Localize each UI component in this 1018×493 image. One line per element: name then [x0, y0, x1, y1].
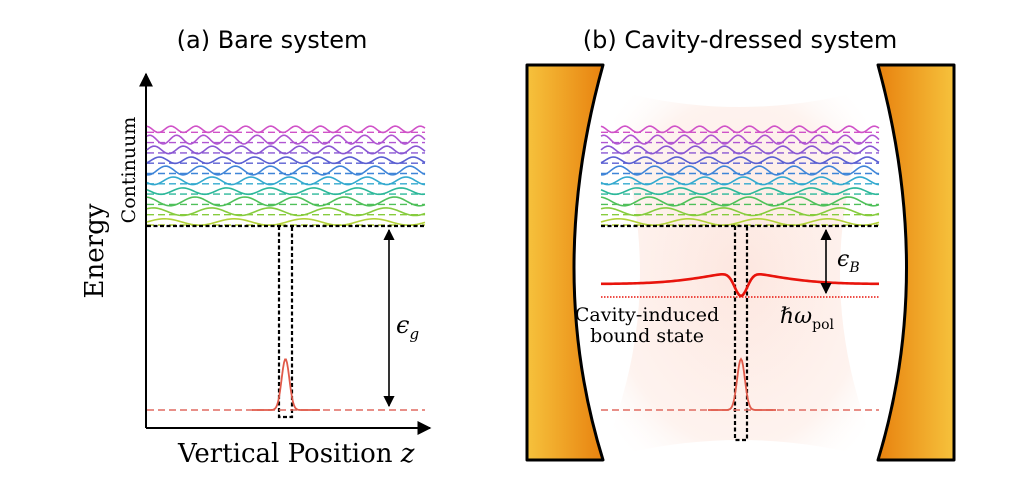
panel-b-continuum-wave: [600, 176, 880, 186]
panel-a-continuum-wave: [146, 196, 426, 207]
panel-b-title: (b) Cavity-dressed system: [583, 26, 898, 54]
panel-a-continuum-wave: [146, 187, 426, 196]
panel-a-continuum-wave: [146, 176, 426, 186]
panel-a-continuum-wave: [146, 145, 426, 155]
panel-b-gap-label: ϵB: [837, 247, 860, 276]
panel-a-continuum-wave: [146, 156, 426, 165]
panel-a-continuum-wave: [146, 207, 426, 217]
panel-a-continuum-wave: [146, 165, 426, 176]
cavity-bound-state-curve: [600, 272, 880, 298]
panel-b-continuum-wave: [600, 156, 880, 165]
bound-state-label-line1: Cavity-induced: [575, 304, 719, 326]
panel-b-potential-well: [733, 226, 749, 442]
cavity-glow: [600, 86, 880, 460]
panel-b-bound-wavefunction: [708, 357, 776, 411]
panel-b-continuum-wave: [600, 196, 880, 207]
panel-b-continuum: [600, 125, 880, 227]
panel-b-continuum-wave: [600, 217, 880, 227]
panel-a-potential-well: [277, 226, 294, 419]
panel-a-bound-wavefunction: [252, 358, 320, 411]
panel-a-continuum-wave: [146, 125, 426, 134]
panel-a-continuum-wave: [146, 217, 426, 227]
panel-a-continuum-label: Continuum: [118, 117, 140, 224]
polariton-label: ℏωpol: [780, 304, 835, 333]
panel-b-continuum-wave: [600, 207, 880, 217]
panel-a-x-label-var: z: [400, 439, 415, 469]
panel-a-gap-label: ϵg: [396, 311, 419, 343]
panel-a-x-label-text: Vertical Position: [177, 439, 401, 469]
panel-a-y-label: Energy: [80, 203, 110, 298]
panel-b: (b) Cavity-dressed system ϵB ℏωpol Cavit…: [525, 26, 956, 462]
panel-b-continuum-wave: [600, 165, 880, 176]
panel-a-continuum-wave: [146, 134, 426, 145]
panel-a-x-label: Vertical Position z: [177, 439, 415, 469]
panel-b-continuum-wave: [600, 145, 880, 155]
panel-a-title: (a) Bare system: [177, 26, 368, 54]
right-mirror: [876, 63, 956, 462]
panel-a-continuum: [146, 125, 426, 227]
panel-b-continuum-wave: [600, 187, 880, 196]
panel-a: (a) Bare system Energy Continuum Vertica…: [80, 26, 432, 469]
panel-b-continuum-wave: [600, 134, 880, 145]
bound-state-label-line2: bound state: [590, 325, 704, 347]
panel-b-continuum-wave: [600, 125, 880, 134]
left-mirror: [525, 63, 605, 462]
